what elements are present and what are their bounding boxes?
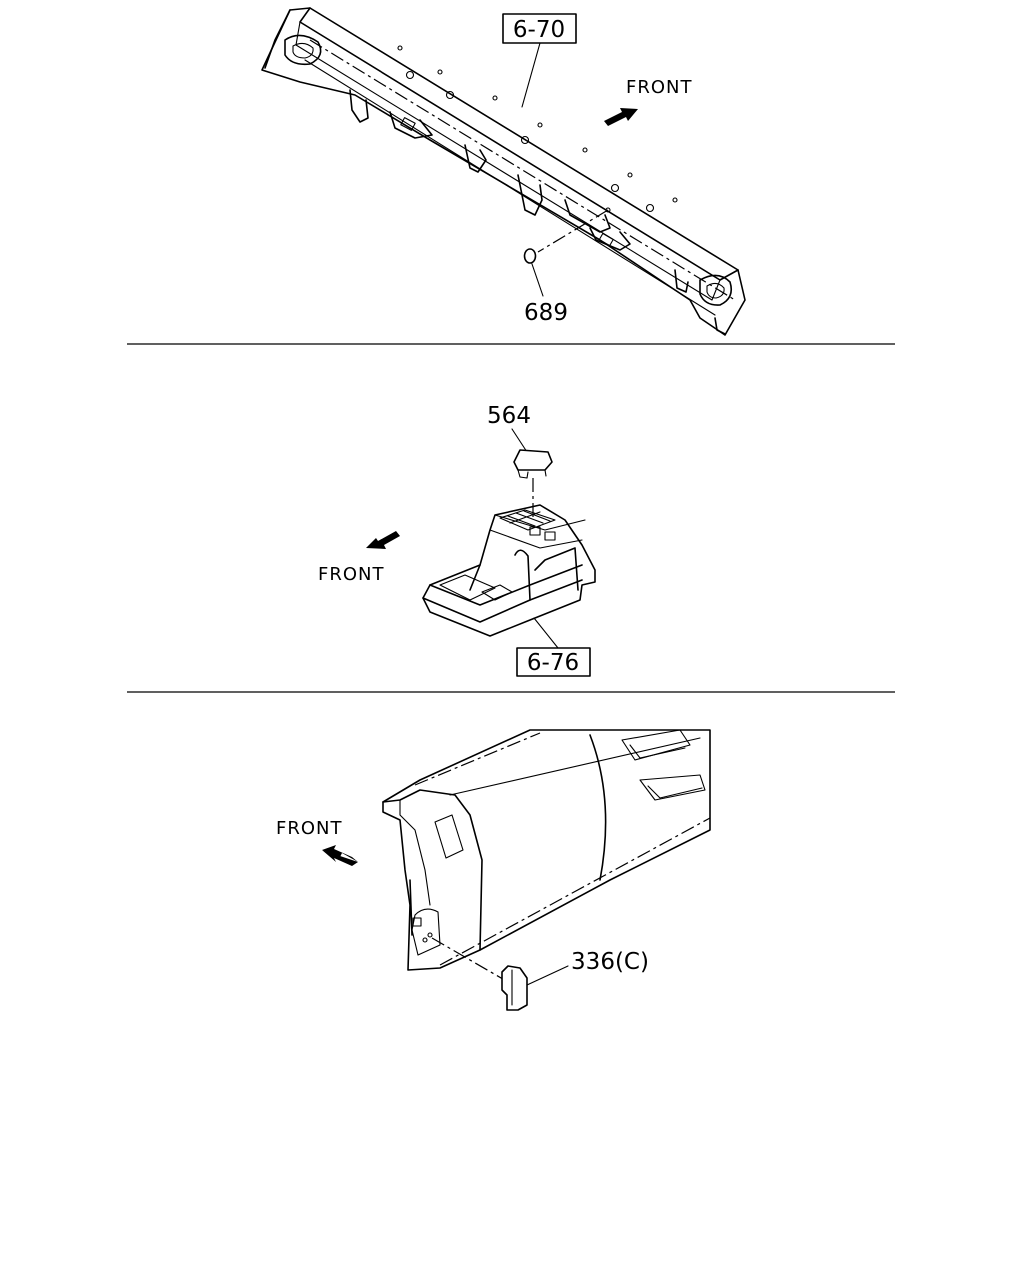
console-drawing <box>422 504 596 637</box>
part-label-689: 689 <box>524 300 568 326</box>
panel-bottom: 336(C) FRONT <box>276 729 711 1011</box>
dashboard-drawing <box>382 729 711 971</box>
front-arrow-icon <box>322 845 358 862</box>
part-label-6-76: 6-76 <box>527 650 579 676</box>
front-label-top: FRONT <box>626 77 693 98</box>
callout-6-70: 6-70 <box>502 13 577 108</box>
crossmember-drawing <box>261 7 746 336</box>
front-label-middle: FRONT <box>318 564 385 585</box>
panel-middle: 564 6-76 FRONT <box>318 403 596 677</box>
callout-6-76: 6-76 <box>516 617 591 677</box>
front-indicator-top: FRONT <box>604 77 693 126</box>
front-indicator-middle: FRONT <box>318 531 400 585</box>
part-label-336c: 336(C) <box>571 949 649 975</box>
panel-top: 6-70 689 FRONT <box>261 7 746 336</box>
front-arrow-icon <box>366 531 400 549</box>
front-arrow-icon <box>604 108 638 126</box>
callout-336c: 336(C) <box>431 937 649 1011</box>
part-label-6-70: 6-70 <box>513 17 565 43</box>
callout-564: 564 <box>487 403 553 520</box>
front-indicator-bottom: FRONT <box>276 818 358 866</box>
part-label-564: 564 <box>487 403 531 429</box>
callout-689: 689 <box>523 209 609 326</box>
front-label-bottom: FRONT <box>276 818 343 839</box>
